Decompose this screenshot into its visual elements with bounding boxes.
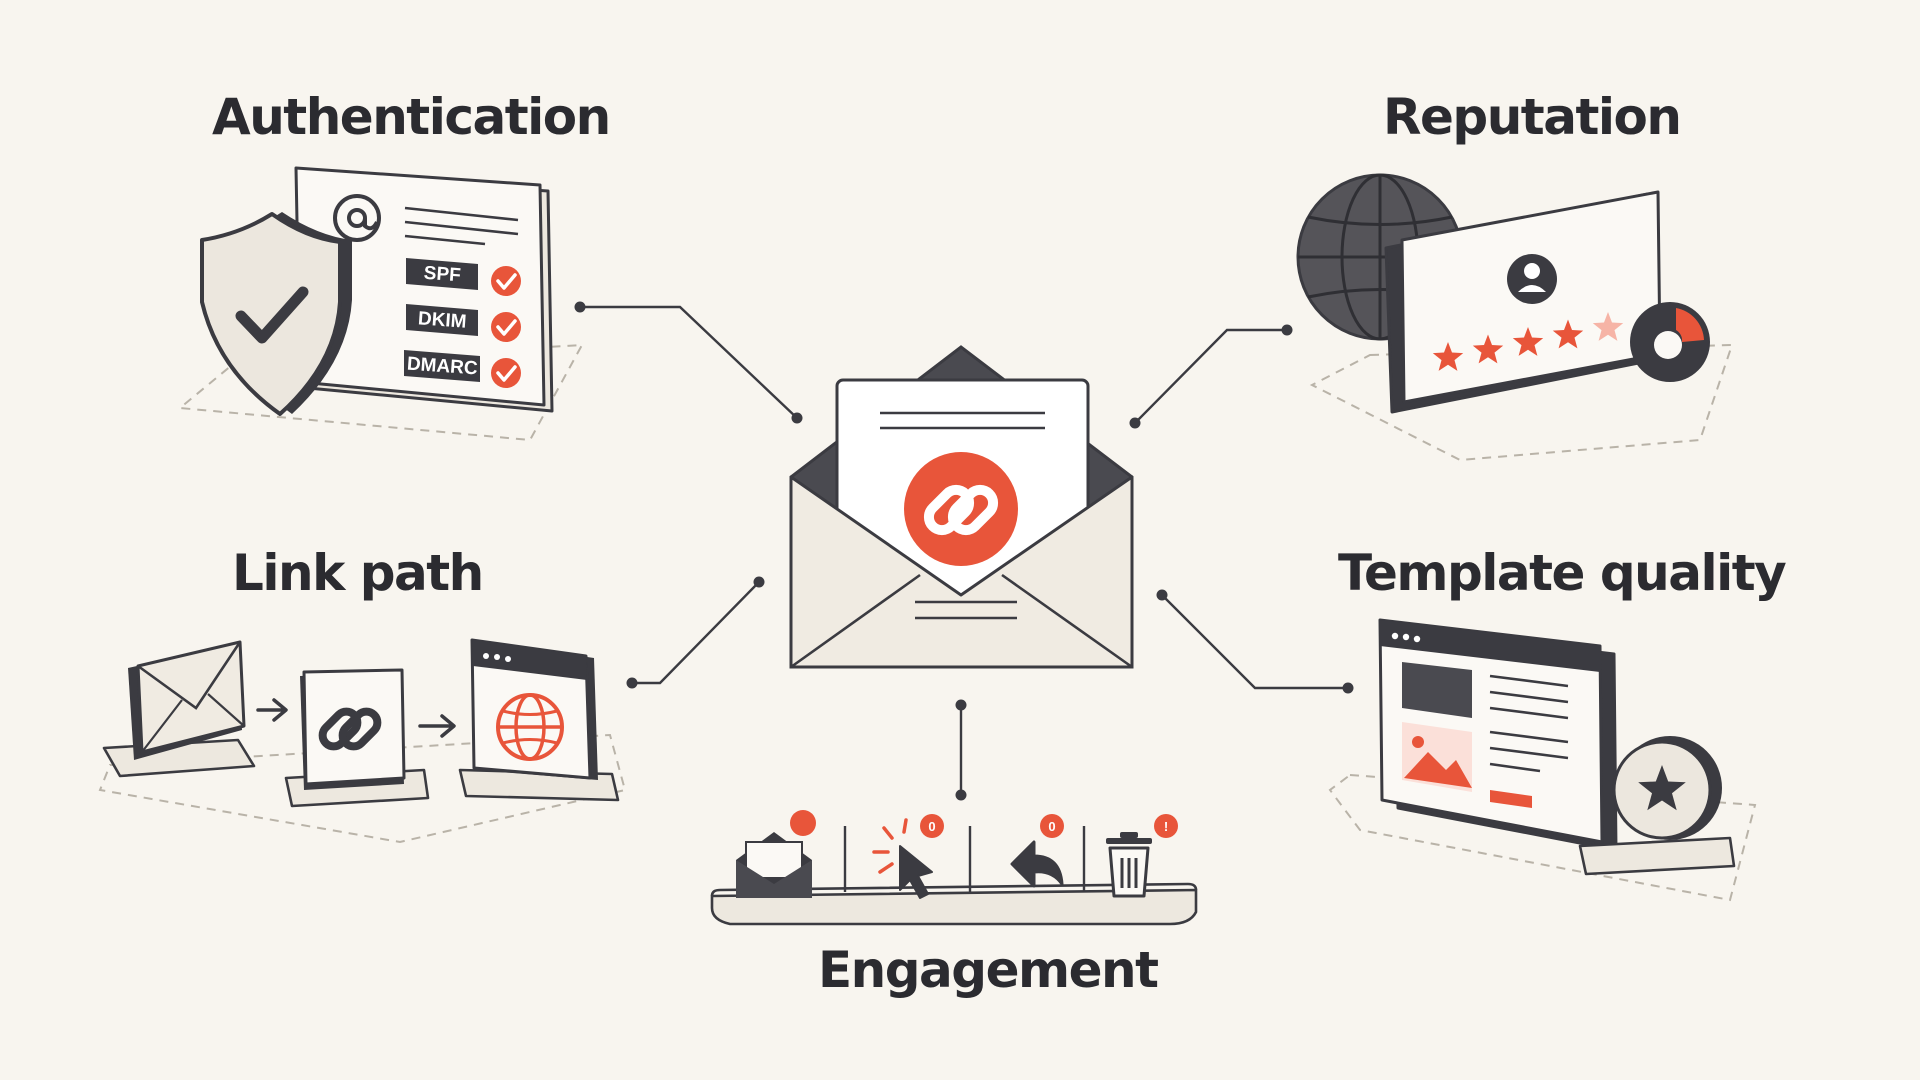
auth-check-label-dkim: DKIM — [417, 308, 467, 332]
check-circle-icon — [496, 365, 517, 382]
rating-star — [1472, 334, 1504, 364]
rating-star — [1432, 342, 1464, 371]
auth-check-label-dmarc: DMARC — [406, 354, 478, 380]
connector-lines — [580, 305, 1348, 795]
auth-check-spf: SPF — [406, 258, 521, 296]
check-circle-icon — [496, 319, 517, 336]
envelope-open-icon — [736, 810, 816, 898]
engagement-badge-reply: 0 — [1048, 819, 1055, 834]
chain-link-icon — [923, 484, 999, 536]
connector-link-path — [632, 581, 760, 685]
trash-icon: ! — [1106, 814, 1178, 898]
image-icon — [1402, 722, 1472, 792]
link-path-illustration — [102, 638, 620, 808]
template-quality-illustration — [1378, 618, 1736, 876]
donut-chart-icon — [1630, 302, 1710, 382]
shield-check-icon — [200, 212, 352, 416]
user-icon — [1507, 254, 1557, 304]
arrow-right-icon — [418, 714, 456, 738]
reply-arrow-icon: 0 — [1010, 814, 1064, 888]
star-badge-icon — [1612, 736, 1722, 840]
rating-star — [1592, 312, 1624, 341]
heading-template-quality: Template quality — [1338, 544, 1787, 602]
authentication-illustration: SPF DKIM DMARC — [200, 166, 554, 416]
arrow-right-icon — [256, 698, 288, 722]
auth-check-label-spf: SPF — [423, 263, 461, 287]
auth-check-dkim: DKIM — [406, 304, 521, 342]
engagement-illustration: 0 0 ! — [710, 810, 1198, 926]
engagement-badge-click: 0 — [928, 819, 935, 834]
auth-check-dmarc: DMARC — [404, 350, 521, 388]
heading-authentication: Authentication — [212, 88, 611, 146]
engagement-badge-delete: ! — [1164, 819, 1168, 834]
reputation-illustration — [1296, 173, 1710, 414]
heading-link-path: Link path — [232, 544, 484, 602]
rating-star — [1512, 327, 1544, 356]
browser-window-icon — [1378, 618, 1604, 844]
center-email-link-icon — [789, 345, 1134, 669]
rating-stars — [1432, 312, 1624, 371]
chain-link-icon — [318, 707, 382, 751]
rating-star — [1552, 319, 1584, 349]
heading-engagement: Engagement — [818, 941, 1159, 999]
heading-reputation: Reputation — [1383, 88, 1682, 146]
at-sign-icon — [333, 194, 381, 242]
connector-reputation — [1134, 328, 1287, 424]
connector-template — [1161, 594, 1348, 690]
click-cursor-icon: 0 — [872, 814, 944, 899]
envelope-icon — [128, 640, 246, 760]
browser-globe-icon — [470, 638, 598, 780]
connector-authentication — [580, 305, 798, 419]
check-circle-icon — [496, 273, 517, 290]
